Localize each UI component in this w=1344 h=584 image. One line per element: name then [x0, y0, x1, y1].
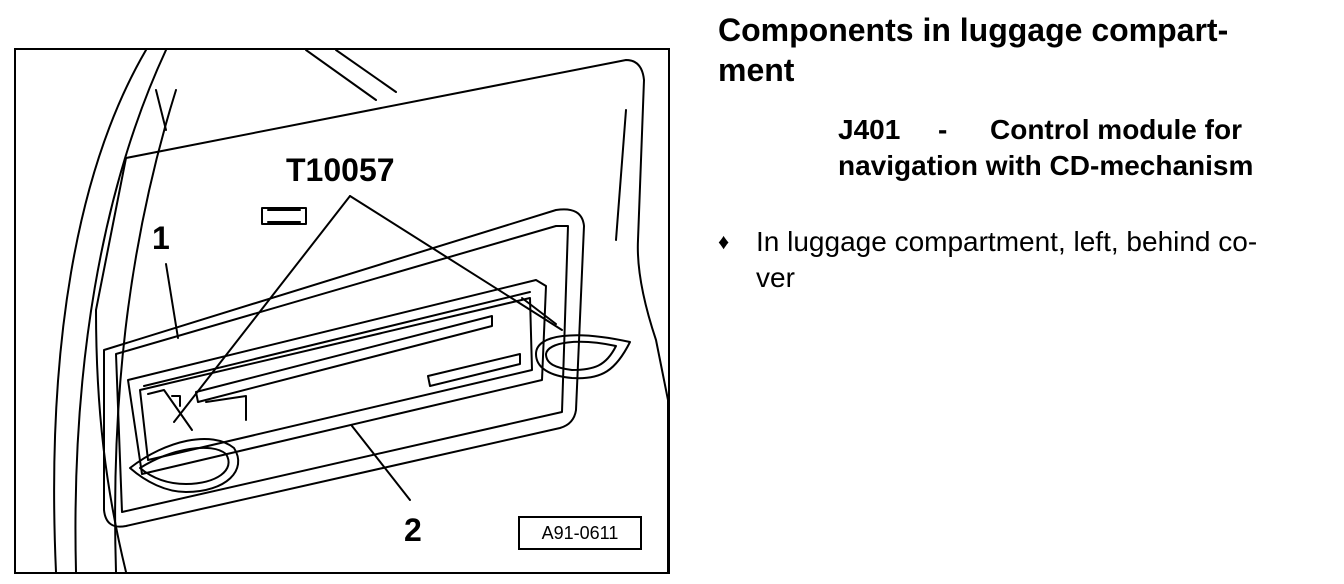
release-key-loop-left: [129, 437, 240, 493]
body-contour-line: [305, 50, 377, 101]
body-contour-line: [335, 50, 397, 93]
body-contour-line: [114, 89, 177, 572]
heading-line-1: Components in luggage compart-: [718, 12, 1229, 48]
heading-line-2: ment: [718, 52, 795, 88]
secondary-slot: [427, 353, 521, 387]
module-housing: [103, 208, 585, 528]
module-face-inner: [139, 297, 533, 461]
callout-tool: T10057: [286, 152, 395, 188]
clip-slot: [267, 209, 301, 223]
body-contour-line: [74, 50, 167, 572]
body-contour-line: [53, 50, 147, 572]
trim-panel-outline: [125, 59, 668, 572]
release-key-shaft: [521, 297, 557, 325]
leader-line-tool: [349, 195, 563, 331]
illustration-frame: T10057 1 2 A91-0611: [14, 48, 670, 574]
leader-line-1: [165, 263, 179, 339]
clip-slot: [261, 207, 307, 225]
release-key-loop-right: [535, 334, 631, 380]
trim-panel-outline: [95, 157, 127, 311]
body-contour-line: [155, 89, 167, 131]
module-face-edge: [143, 291, 531, 387]
component-desc-line-1: Control module for: [990, 114, 1242, 145]
component-code: J401: [838, 114, 901, 145]
component-dash: -: [938, 114, 948, 145]
release-key-loop-right: [545, 340, 617, 371]
bullet-line-2: ver: [756, 262, 795, 293]
figure-reference: A91-0611: [518, 516, 642, 550]
callout-2: 2: [404, 512, 422, 548]
face-detail: [171, 395, 247, 421]
location-bullet: ♦ In luggage compartment, left, behind c…: [718, 224, 1318, 296]
trim-panel-outline: [95, 309, 127, 572]
component-desc-line-2: navigation with CD-mechanism: [838, 150, 1254, 181]
component-entry: J401 - Control module for navigation with …: [838, 112, 1316, 184]
leader-line-2: [351, 425, 411, 501]
leader-line-tool: [173, 195, 351, 423]
section-heading: Components in luggage compart- ment: [718, 10, 1318, 90]
module-face: [127, 279, 547, 475]
module-housing-inner: [115, 225, 569, 513]
cd-slot: [195, 315, 493, 403]
bullet-text: In luggage compartment, left, behind co-…: [756, 224, 1318, 296]
callout-1: 1: [152, 220, 170, 256]
bullet-line-1: In luggage compartment, left, behind co-: [756, 226, 1258, 257]
diamond-bullet-icon: ♦: [718, 229, 730, 254]
release-key-shaft: [147, 389, 193, 431]
trim-panel-outline: [615, 109, 627, 241]
component-drawing: [53, 50, 668, 572]
release-key-loop-left: [139, 446, 230, 485]
